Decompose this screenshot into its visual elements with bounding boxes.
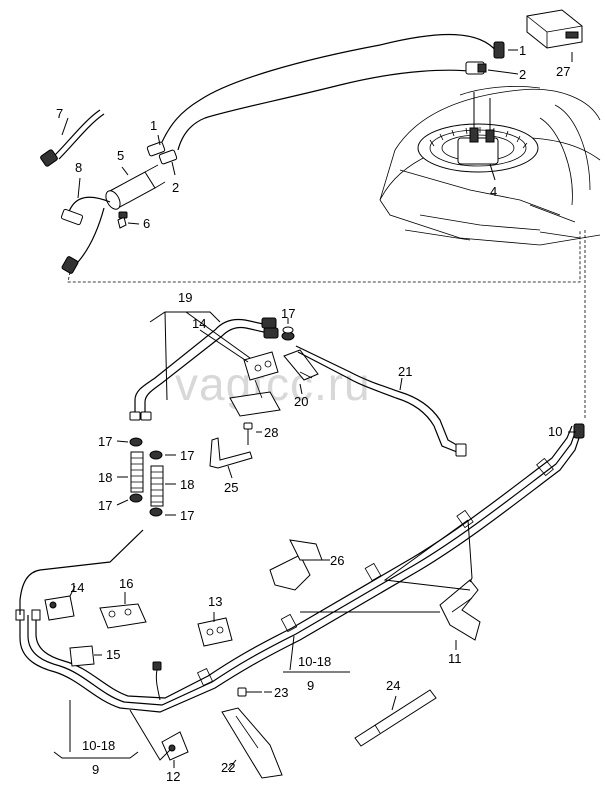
bracket-22	[221, 707, 283, 779]
callout-17-d: 17	[180, 508, 194, 523]
fuel-pump-unit	[457, 92, 499, 165]
fuel-line-set-19	[129, 317, 279, 421]
callout-10: 10	[548, 424, 562, 439]
callout-17-c: 17	[98, 498, 112, 513]
clip-11	[439, 579, 481, 641]
callout-18-a: 18	[98, 470, 112, 485]
leader-lines-bottom	[53, 311, 576, 771]
bolt-23	[237, 687, 262, 697]
bracket-14-upper	[243, 351, 279, 381]
callout-9-right: 9	[307, 678, 314, 693]
bracket-25	[209, 437, 253, 469]
fuel-line-8	[60, 196, 111, 274]
hoses-18	[130, 451, 164, 507]
strip-24	[354, 689, 437, 747]
callout-labels: 1 2 27 1 2 4 5 6 7 8 19 14 17 21 20 28 2…	[56, 43, 570, 784]
clip-13	[197, 617, 233, 647]
callout-6: 6	[143, 216, 150, 231]
callout-1-top: 1	[519, 43, 526, 58]
filter-connector-2	[158, 149, 178, 165]
callout-14-upper: 14	[192, 316, 206, 331]
bracket-26	[269, 539, 323, 591]
mounting-plate	[229, 379, 281, 417]
grommet-17-top	[281, 326, 295, 341]
callout-7: 7	[56, 106, 63, 121]
callout-18-b: 18	[180, 477, 194, 492]
line-21	[295, 345, 467, 457]
callout-11: 11	[448, 651, 462, 666]
callout-13: 13	[208, 594, 222, 609]
fuel-supply-line	[161, 33, 498, 143]
callout-1-filter: 1	[150, 118, 157, 133]
fuel-return-line	[177, 69, 479, 151]
grommets-17-pair	[129, 437, 163, 517]
clip-14-lower	[44, 595, 75, 621]
callout-4: 4	[490, 184, 497, 199]
bolt-28	[243, 422, 253, 445]
callout-range-10-18-left: 10-18	[82, 738, 115, 753]
clip-16	[99, 603, 147, 629]
sensor-20	[283, 349, 319, 381]
callout-24: 24	[386, 678, 400, 693]
callout-2-top: 2	[519, 67, 526, 82]
fuel-line-9	[15, 423, 585, 713]
clip-15	[69, 645, 95, 667]
filter-connector-1	[146, 141, 166, 157]
leader-lines-top	[61, 52, 573, 225]
callout-17-a: 17	[98, 434, 112, 449]
callout-16: 16	[119, 576, 133, 591]
quick-connector-2-top	[465, 61, 487, 75]
callout-14-lower: 14	[70, 580, 84, 595]
bolt-6	[117, 211, 128, 229]
left-riser-line	[19, 529, 144, 615]
callout-23: 23	[274, 685, 288, 700]
callout-19: 19	[178, 290, 192, 305]
callout-25: 25	[224, 480, 238, 495]
callout-28: 28	[264, 425, 278, 440]
callout-2-filter: 2	[172, 180, 179, 195]
callout-20: 20	[294, 394, 308, 409]
callout-21: 21	[398, 364, 412, 379]
callout-22: 22	[221, 760, 235, 775]
reference-line-left	[67, 230, 581, 283]
callout-5: 5	[117, 148, 124, 163]
callout-9-left: 9	[92, 762, 99, 777]
fuel-filter-5	[105, 164, 166, 210]
callout-17-top: 17	[281, 306, 295, 321]
callout-8: 8	[75, 160, 82, 175]
relay-box-27	[526, 9, 583, 49]
callout-range-10-18-right: 10-18	[298, 654, 331, 669]
callout-26: 26	[330, 553, 344, 568]
callout-27: 27	[556, 64, 570, 79]
callout-12: 12	[166, 769, 180, 784]
callout-17-b: 17	[180, 448, 194, 463]
clip-12	[161, 731, 189, 761]
hose-7	[40, 109, 105, 167]
callout-15: 15	[106, 647, 120, 662]
quick-connector-1-top	[493, 41, 505, 59]
